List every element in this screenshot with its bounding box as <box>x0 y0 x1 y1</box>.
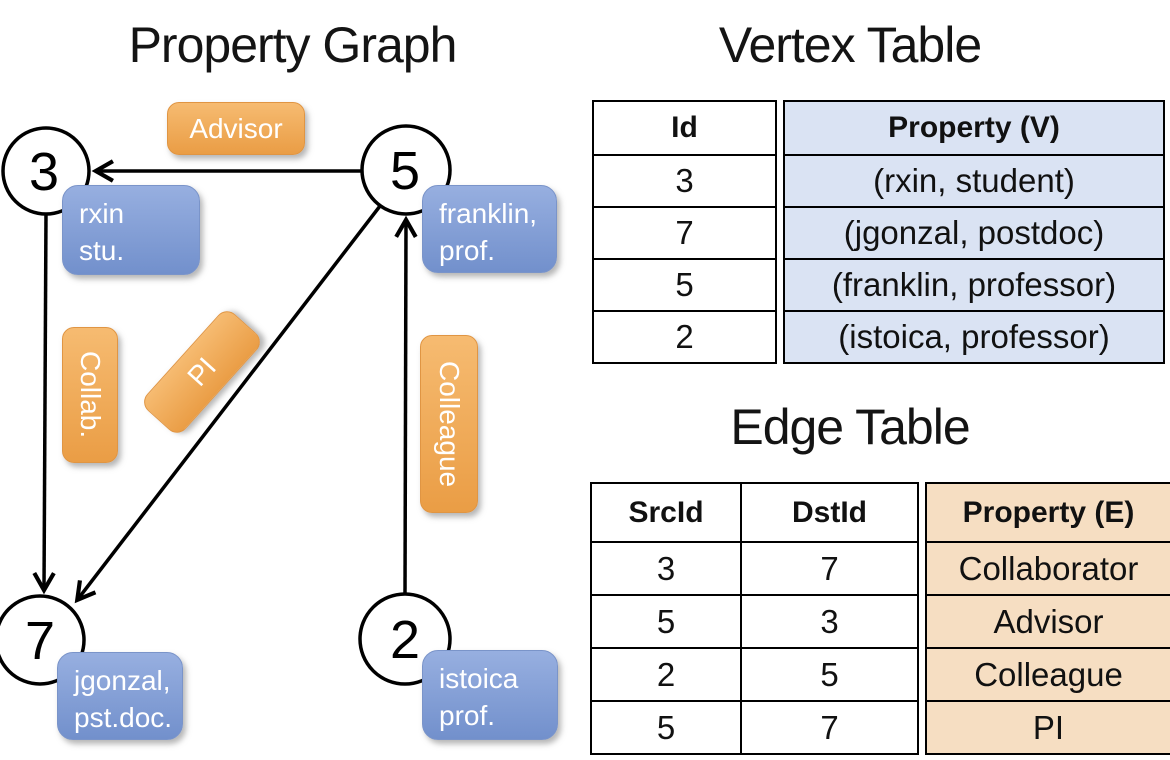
node-3-id: 3 <box>29 142 59 202</box>
table-cell: 5 <box>590 700 742 755</box>
vertex-property-line: prof. <box>439 235 496 266</box>
edge-collab-arrow-3-to-7 <box>32 212 56 595</box>
table-cell: 7 <box>740 700 919 755</box>
table-cell: 5 <box>590 594 742 649</box>
node-2-id: 2 <box>390 610 420 670</box>
table-cell: (franklin, professor) <box>783 258 1165 312</box>
property-graph-title: Property Graph <box>128 17 458 73</box>
edge-table-property-column: Property (E) Collaborator Advisor Collea… <box>925 482 1170 755</box>
vertex-property-line: stu. <box>79 235 125 266</box>
vertex-property-line: istoica <box>439 663 519 694</box>
node-5-id: 5 <box>390 141 420 201</box>
edge-table-header-srcid: SrcId <box>590 482 742 543</box>
table-cell: 2 <box>590 647 742 702</box>
edge-table-header-property: Property (E) <box>925 482 1170 543</box>
table-cell: 2 <box>592 310 777 364</box>
vertex-property-line: rxin <box>79 198 125 229</box>
vertex-table-header-property: Property (V) <box>783 100 1165 156</box>
vertex-property-line: franklin, <box>439 198 538 229</box>
vertex-property-box-3: rxin stu. <box>62 185 200 275</box>
vertex-property-line: pst.doc. <box>74 702 173 733</box>
vertex-table-header-id: Id <box>592 100 777 156</box>
vertex-table: Id 3 7 5 2 Property (V) (rxin, student) … <box>592 100 1165 364</box>
vertex-property-line: jgonzal, <box>74 665 171 696</box>
edge-table-header-dstid: DstId <box>740 482 919 543</box>
edge-label-advisor: Advisor <box>167 102 305 155</box>
table-cell: 7 <box>740 541 919 596</box>
vertex-table-title: Vertex Table <box>718 17 982 73</box>
vertex-table-id-column: Id 3 7 5 2 <box>592 100 777 364</box>
table-cell: 3 <box>740 594 919 649</box>
edge-label-colleague: Colleague <box>420 335 478 513</box>
property-graph-diagram: 3 5 7 2 <box>0 124 452 686</box>
edge-pi-arrow-5-to-7 <box>74 204 382 604</box>
table-cell: 3 <box>592 154 777 208</box>
edge-table-title: Edge Table <box>730 399 970 455</box>
table-cell: 5 <box>740 647 919 702</box>
table-cell: 5 <box>592 258 777 312</box>
table-cell: (istoica, professor) <box>783 310 1165 364</box>
vertex-property-box-7: jgonzal, pst.doc. <box>57 652 183 740</box>
edge-table: SrcId DstId 3 7 5 3 2 5 5 7 Property (E)… <box>590 482 1170 755</box>
vertex-property-box-5: franklin, prof. <box>422 185 557 273</box>
vertex-property-box-2: istoica prof. <box>422 650 558 740</box>
edge-table-id-columns: SrcId DstId 3 7 5 3 2 5 5 7 <box>590 482 919 755</box>
edge-colleague-arrow-2-to-5 <box>394 215 418 596</box>
table-cell: (jgonzal, postdoc) <box>783 206 1165 260</box>
table-cell: Advisor <box>925 594 1170 649</box>
table-cell: PI <box>925 700 1170 755</box>
edge-label-collab: Collab. <box>62 327 118 463</box>
table-cell: 7 <box>592 206 777 260</box>
table-cell: (rxin, student) <box>783 154 1165 208</box>
vertex-table-property-column: Property (V) (rxin, student) (jgonzal, p… <box>783 100 1165 364</box>
table-cell: 3 <box>590 541 742 596</box>
vertex-property-line: prof. <box>439 700 496 731</box>
node-7-id: 7 <box>25 611 55 671</box>
table-cell: Colleague <box>925 647 1170 702</box>
table-cell: Collaborator <box>925 541 1170 596</box>
